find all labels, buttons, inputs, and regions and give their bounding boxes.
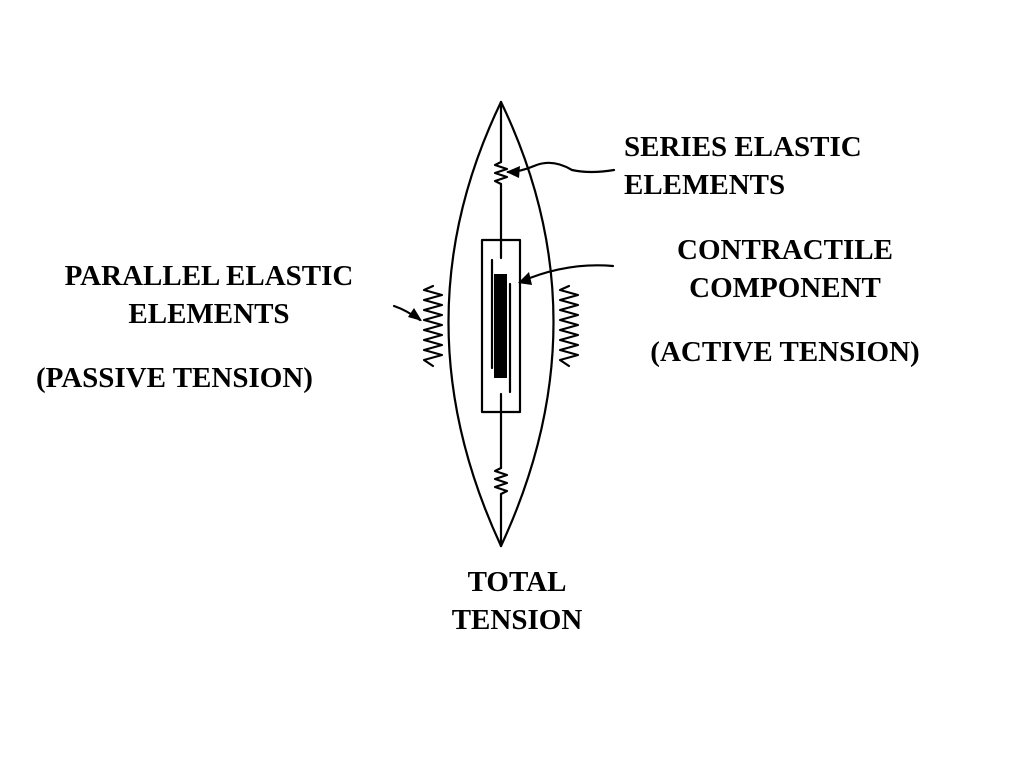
leader-contractile-arrowhead — [518, 272, 532, 285]
parallel-elastic-spring-left — [422, 284, 444, 368]
series-elastic-label: SERIES ELASTIC ELEMENTS — [624, 128, 862, 204]
outer-muscle-outline-right — [499, 100, 555, 548]
contractile-filament-bar — [494, 274, 507, 378]
contractile-label-line2: COMPONENT — [689, 272, 881, 304]
series-elastic-spring-top — [493, 160, 509, 186]
series-elastic-label-line2: ELEMENTS — [624, 169, 786, 201]
outer-muscle-outline-left — [447, 100, 503, 548]
total-tension-label-line1: TOTAL — [467, 566, 567, 598]
series-elastic-spring-bottom — [493, 466, 509, 496]
series-elastic-label-line1: SERIES ELASTIC — [624, 131, 862, 163]
leader-parallel-arrowhead — [408, 308, 422, 321]
leader-series-elastic — [506, 161, 616, 174]
parallel-elastic-spring-right — [558, 284, 580, 368]
total-tension-label: TOTAL TENSION — [412, 563, 622, 639]
parallel-elastic-label: PARALLEL ELASTIC ELEMENTS — [24, 257, 394, 333]
parallel-elastic-label-line2: ELEMENTS — [128, 298, 290, 330]
total-tension-label-line2: TENSION — [451, 604, 583, 636]
leader-contractile — [518, 264, 615, 284]
passive-tension-label: (PASSIVE TENSION) — [36, 362, 313, 394]
contractile-label: CONTRACTILE COMPONENT — [650, 231, 920, 307]
parallel-elastic-label-line1: PARALLEL ELASTIC — [64, 260, 354, 292]
leader-series-arrowhead — [506, 166, 520, 178]
contractile-label-line1: CONTRACTILE — [677, 234, 893, 266]
active-tension-label: (ACTIVE TENSION) — [650, 336, 920, 368]
